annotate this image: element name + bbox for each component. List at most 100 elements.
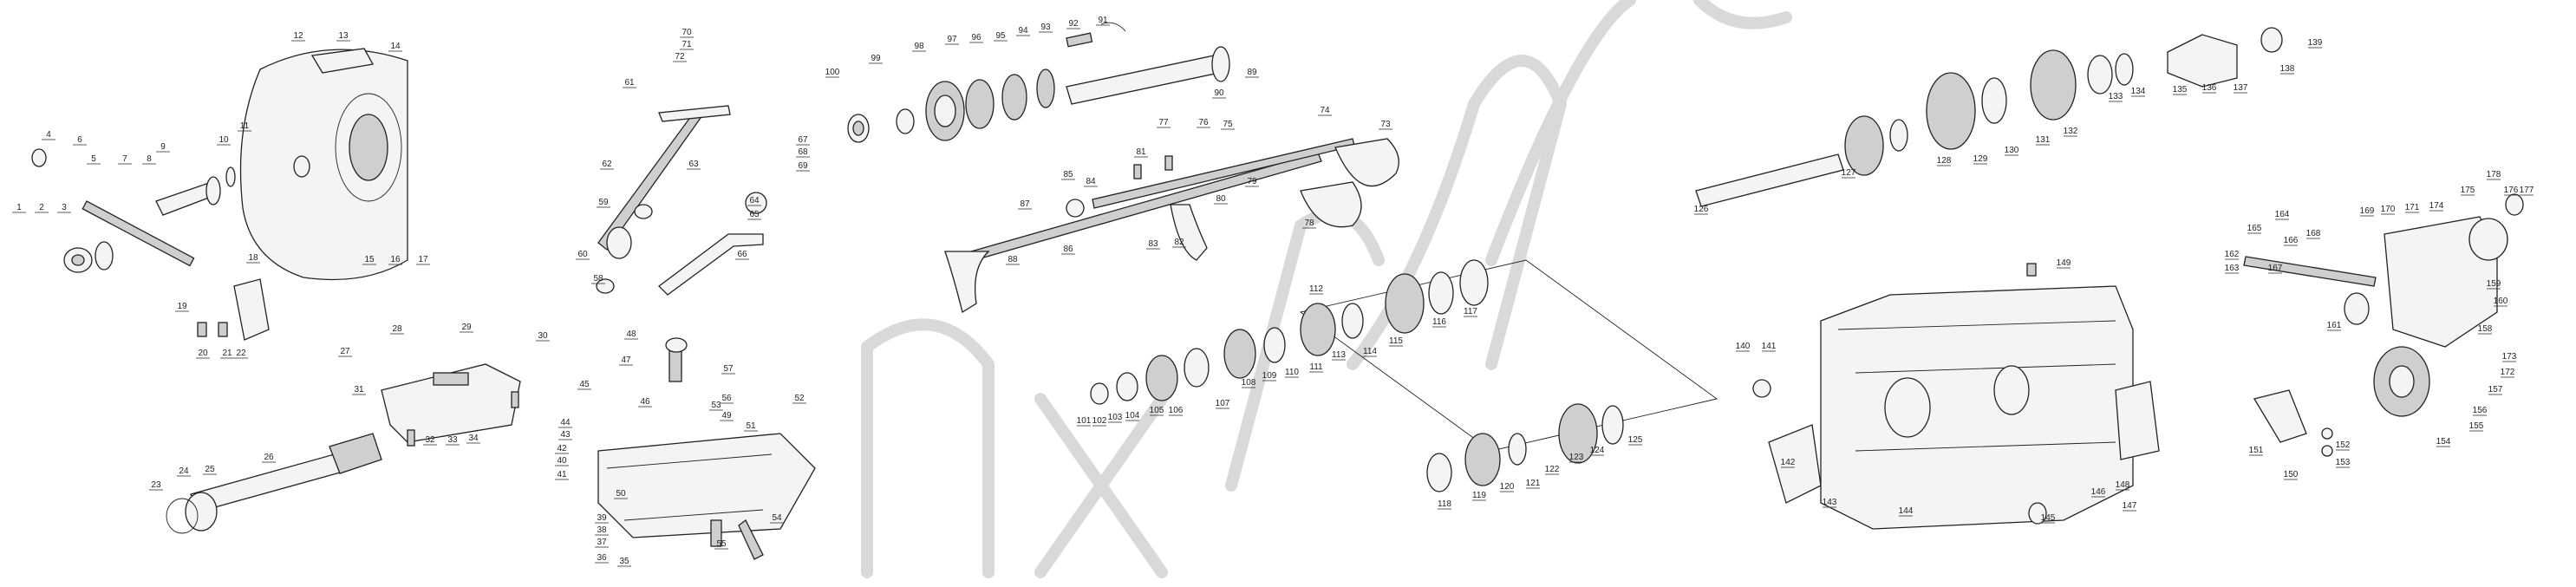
callout-11: 11 (240, 121, 250, 131)
callout-119: 119 (1472, 491, 1486, 500)
callout-118: 118 (1438, 499, 1451, 509)
callout-122: 122 (1545, 465, 1560, 474)
callout-101: 101 (1077, 416, 1092, 426)
callout-142: 142 (1781, 458, 1796, 467)
gear-108 (1223, 329, 1256, 379)
callout-8: 8 (147, 154, 152, 164)
callout-14: 14 (390, 42, 401, 51)
callout-36: 36 (597, 553, 607, 563)
callout-170: 170 (2381, 205, 2396, 214)
callout-18: 18 (248, 253, 258, 263)
callout-76: 76 (1198, 118, 1209, 127)
callout-27: 27 (340, 347, 350, 356)
gear-105 (1145, 355, 1178, 401)
callout-103: 103 (1108, 413, 1123, 422)
callout-7: 7 (122, 154, 127, 164)
callout-62: 62 (602, 160, 612, 169)
callout-147: 147 (2123, 501, 2137, 511)
callout-125: 125 (1628, 435, 1643, 445)
callout-92: 92 (1068, 19, 1079, 29)
callout-120: 120 (1500, 482, 1515, 492)
release-fork (233, 278, 270, 341)
callout-156: 156 (2473, 406, 2488, 415)
callout-16: 16 (390, 255, 401, 264)
callout-154: 154 (2436, 437, 2451, 447)
callout-19: 19 (177, 302, 187, 311)
callout-136: 136 (2202, 83, 2217, 93)
callout-109: 109 (1262, 371, 1277, 381)
callout-83: 83 (1148, 239, 1158, 249)
fork-73 (1334, 138, 1399, 187)
callout-22: 22 (236, 349, 246, 358)
output-flange (2167, 34, 2238, 88)
gearbox-case-group (1752, 263, 2160, 530)
callout-42: 42 (557, 444, 567, 453)
callout-127: 127 (1842, 168, 1856, 178)
callout-97: 97 (947, 35, 957, 44)
callout-15: 15 (364, 255, 375, 264)
gear-120 (1464, 433, 1501, 486)
callout-24: 24 (179, 466, 189, 476)
callout-85: 85 (1063, 170, 1073, 179)
seal-161 (2344, 292, 2370, 325)
callout-47: 47 (621, 355, 631, 365)
callout-140: 140 (1736, 342, 1751, 351)
callout-6: 6 (77, 135, 82, 145)
gear-124 (1558, 403, 1598, 464)
callout-130: 130 (2005, 146, 2019, 155)
callout-38: 38 (597, 525, 607, 535)
callout-175: 175 (2461, 186, 2475, 195)
callout-54: 54 (772, 513, 782, 523)
fork-78 (1300, 181, 1362, 228)
callout-93: 93 (1040, 23, 1051, 32)
callout-68: 68 (798, 147, 808, 157)
gear-116 (1385, 273, 1425, 334)
callout-60: 60 (577, 250, 588, 259)
callout-26: 26 (264, 453, 274, 462)
callout-99: 99 (871, 54, 881, 63)
shift-lever-group (596, 105, 816, 560)
callout-95: 95 (995, 31, 1006, 41)
callout-58: 58 (593, 274, 603, 284)
callout-161: 161 (2327, 321, 2342, 330)
callout-1: 1 (16, 203, 22, 212)
callout-104: 104 (1125, 411, 1140, 421)
mainshaft-group (847, 22, 1230, 143)
callout-81: 81 (1136, 147, 1146, 157)
callout-30: 30 (538, 331, 548, 341)
callout-158: 158 (2478, 324, 2493, 334)
callout-75: 75 (1223, 120, 1233, 129)
callout-145: 145 (2041, 513, 2056, 523)
callout-177: 177 (2520, 186, 2534, 195)
callout-112: 112 (1309, 284, 1323, 294)
callout-29: 29 (461, 323, 472, 332)
release-shaft (82, 200, 195, 267)
callout-148: 148 (2116, 480, 2130, 490)
gear-95 (1001, 74, 1027, 121)
callout-144: 144 (1899, 506, 1914, 516)
callout-155: 155 (2469, 421, 2484, 431)
callout-164: 164 (2275, 210, 2290, 219)
callout-10: 10 (218, 135, 229, 145)
callout-35: 35 (619, 557, 629, 566)
callout-132: 132 (2064, 127, 2078, 136)
callout-63: 63 (688, 160, 699, 169)
callout-5: 5 (91, 154, 96, 164)
callout-174: 174 (2429, 201, 2444, 211)
shift-housing (597, 433, 816, 538)
callout-159: 159 (2487, 279, 2501, 289)
callout-134: 134 (2131, 87, 2146, 96)
callout-21: 21 (222, 349, 232, 358)
callout-169: 169 (2360, 206, 2375, 216)
callout-77: 77 (1158, 118, 1169, 127)
clutch-housing-group (31, 48, 521, 534)
callout-126: 126 (1694, 205, 1709, 214)
callout-32: 32 (425, 435, 435, 445)
callout-86: 86 (1063, 245, 1073, 254)
callout-31: 31 (354, 385, 364, 395)
gear-112 (1300, 303, 1336, 356)
callout-128: 128 (1937, 156, 1952, 166)
callout-53: 53 (711, 401, 721, 410)
main-shaft (1066, 55, 1220, 105)
